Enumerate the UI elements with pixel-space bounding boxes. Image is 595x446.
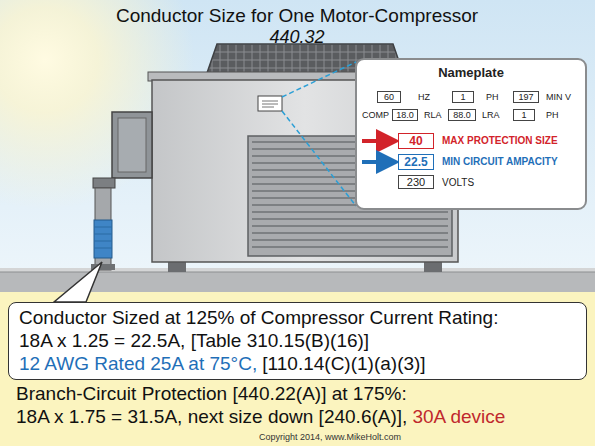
nameplate-value: 197 xyxy=(513,91,539,103)
title: Conductor Size for One Motor-Compressor xyxy=(116,5,478,27)
nameplate-value: 18.0 xyxy=(392,109,418,121)
nameplate-value: 22.5 xyxy=(398,154,434,170)
node-text: [110.14(C)(1)(a)(3)] xyxy=(262,353,425,374)
panel-ground xyxy=(0,292,595,446)
louver-slats xyxy=(252,211,448,213)
louver-slats xyxy=(252,218,448,220)
text-line: Nameplate xyxy=(363,65,579,81)
text-block: Branch-Circuit Protection [440.22(A)] at… xyxy=(16,382,505,428)
nameplate-field: VOLTS xyxy=(442,177,474,188)
explanation-panel: Branch-Circuit Protection [440.22(A)] at… xyxy=(0,292,595,446)
leader-line xyxy=(282,62,356,97)
sky xyxy=(0,0,595,292)
nameplate-value: 88.0 xyxy=(448,109,476,121)
nameplate-value: 1 xyxy=(513,109,535,121)
louver-slats xyxy=(252,232,448,234)
text-line: 18A x 1.25 = 22.5A, [Table 310.15(B)(16)… xyxy=(19,329,576,352)
disconnect-box xyxy=(118,118,146,172)
node-text: 12 AWG Rated 25A at 75°C, xyxy=(19,353,257,374)
sun-glow xyxy=(0,0,595,292)
node-text: 18A x 1.25 = 22.5A, [Table 310.15(B)(16)… xyxy=(19,330,369,351)
conduit xyxy=(95,188,111,270)
text-block: Conductor Sized at 125% of Compressor Cu… xyxy=(19,306,576,375)
leader-line xyxy=(282,111,356,206)
text-block: Nameplate xyxy=(363,65,579,81)
conduit xyxy=(94,220,112,258)
nameplate-field: MIN CIRCUIT AMPACITY xyxy=(442,156,558,167)
node-text: Conductor Sized at 125% of Compressor Cu… xyxy=(19,307,498,328)
nameplate-small xyxy=(258,96,282,111)
louver-slats xyxy=(252,246,448,248)
nameplate-field: MIN V xyxy=(546,92,571,102)
conduit xyxy=(93,178,115,188)
node-text: Branch-Circuit Protection [440.22(A)] at… xyxy=(16,383,407,404)
text-line: 18A x 1.75 = 31.5A, next size down [240.… xyxy=(16,405,505,428)
louver-slats xyxy=(252,239,448,241)
ground-pad xyxy=(0,268,595,272)
nameplate-small xyxy=(262,101,278,107)
nameplate-value: 60 xyxy=(377,91,401,103)
nameplate-field: MAX PROTECTION SIZE xyxy=(442,135,558,146)
text-line: Conductor Sized at 125% of Compressor Cu… xyxy=(19,306,576,329)
copyright-note: Copyright 2014, www.MikeHolt.com xyxy=(259,432,401,442)
nameplate-field: LRA xyxy=(482,110,500,120)
node-text: Nameplate xyxy=(438,65,504,80)
conduit xyxy=(91,178,115,270)
node-text: 18A x 1.75 = 31.5A, next size down [240.… xyxy=(16,406,407,427)
disconnect-box xyxy=(112,112,152,178)
louver-slats xyxy=(252,225,448,227)
nameplate-field: PH xyxy=(546,110,559,120)
nameplate-field: COMP xyxy=(362,110,389,120)
nameplate-field: RLA xyxy=(424,110,442,120)
text-line: 12 AWG Rated 25A at 75°C,[110.14(C)(1)(a… xyxy=(19,352,576,375)
callout-pointer xyxy=(54,262,102,302)
conduit xyxy=(94,227,112,248)
node-text: 30A device xyxy=(412,406,505,427)
disconnect-box xyxy=(112,112,152,178)
code-section: 440.32 xyxy=(269,27,324,48)
nameplate-value: 230 xyxy=(398,175,434,189)
leader-line xyxy=(282,62,356,206)
nameplate-field: PH xyxy=(486,92,499,102)
text-line: Branch-Circuit Protection [440.22(A)] at… xyxy=(16,382,505,405)
nameplate-value: 1 xyxy=(452,91,474,103)
callout-box: Conductor Sized at 125% of Compressor Cu… xyxy=(8,302,587,380)
nameplate-field: HZ xyxy=(418,92,430,102)
nameplate-value: 40 xyxy=(398,133,434,149)
